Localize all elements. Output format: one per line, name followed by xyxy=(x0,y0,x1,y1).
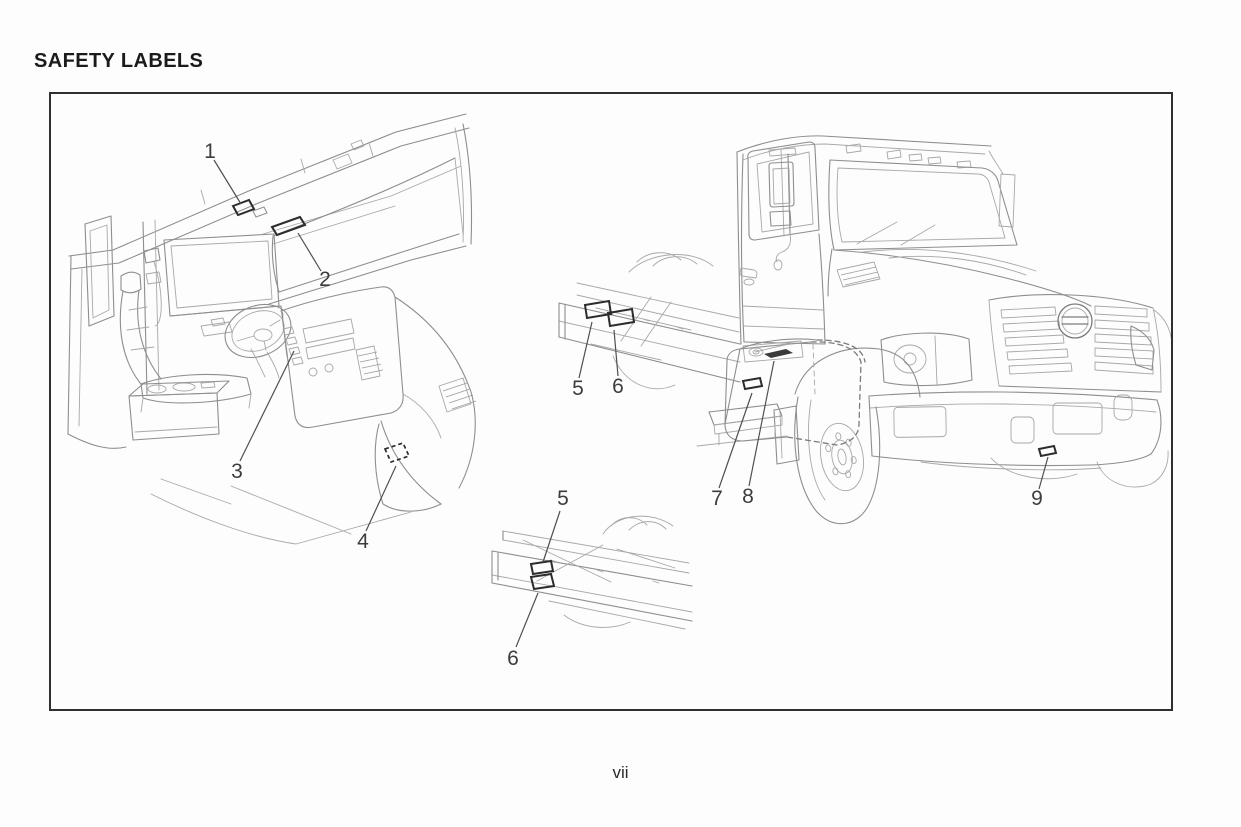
detail-rear-wheels xyxy=(563,515,674,628)
wide-angle-mirror xyxy=(769,210,792,227)
dashboard xyxy=(268,245,477,512)
center-vent xyxy=(355,345,384,381)
side-vent xyxy=(438,377,477,413)
door-front-seam xyxy=(818,233,826,345)
safety-label-marker-2 xyxy=(270,215,307,237)
wheel-hub xyxy=(820,422,864,492)
safety-labels-drawing: 1 2 3 4 5 6 7 8 9 5 6 xyxy=(67,113,1173,670)
callout-number-2: 2 xyxy=(319,268,331,291)
air-dam xyxy=(990,457,1078,480)
door-armrest xyxy=(200,321,233,337)
grille-top xyxy=(988,294,1154,309)
hood-and-grille xyxy=(827,248,1173,393)
wheel-arch xyxy=(794,347,921,398)
steering-wheel xyxy=(224,304,292,379)
safety-label-marker-4 xyxy=(383,441,411,464)
clearance-lamps xyxy=(845,143,972,169)
driver-seat xyxy=(119,271,252,413)
door-rear-seam xyxy=(741,153,745,343)
safety-labels-figure: 1 2 3 4 5 6 7 8 9 5 6 xyxy=(49,92,1173,711)
grille-slats xyxy=(1000,305,1154,375)
center-console-box xyxy=(128,380,230,441)
hood-top xyxy=(833,249,1092,307)
right-front-tire xyxy=(1096,450,1169,488)
callout-number-6-detail: 6 xyxy=(507,647,519,670)
switch-cluster xyxy=(282,326,304,366)
callout-number-1: 1 xyxy=(204,140,216,163)
center-stack xyxy=(280,286,404,429)
headlight-right xyxy=(1130,325,1155,371)
dash-upper-right xyxy=(394,296,472,393)
glove-box xyxy=(402,393,442,439)
floor-lines xyxy=(150,478,412,545)
safety-label-marker-9 xyxy=(1037,444,1058,458)
interior-seatbelt xyxy=(143,247,162,327)
cab-back-edge xyxy=(736,151,742,345)
callout-number-4: 4 xyxy=(357,530,369,553)
interior-roof-header xyxy=(68,113,470,270)
windshield xyxy=(828,159,1018,251)
bumper-opening xyxy=(1113,394,1133,421)
grille-bottom xyxy=(998,385,1162,393)
bumper-opening xyxy=(1010,416,1035,444)
safety-label-marker-6-detail xyxy=(529,572,556,591)
mud-flap xyxy=(773,405,800,465)
cup-holder xyxy=(147,384,167,394)
interior-door xyxy=(142,219,288,395)
callout-number-6: 6 xyxy=(612,375,624,398)
cab-interior-illustration xyxy=(67,113,477,545)
callout-number-9: 9 xyxy=(1031,487,1043,510)
filler-cap xyxy=(748,347,764,357)
curb-mirror xyxy=(988,150,1016,228)
callout-number-8: 8 xyxy=(742,485,754,508)
steering-column xyxy=(250,348,280,379)
truck-exterior-illustration xyxy=(558,135,1173,525)
cowl-edge xyxy=(827,248,833,297)
safety-label-marker-1 xyxy=(231,198,256,217)
bumper-opening xyxy=(1052,402,1103,435)
callout-number-5: 5 xyxy=(572,377,584,400)
bumper-opening xyxy=(893,406,947,438)
tire xyxy=(794,396,881,525)
rear-window xyxy=(84,215,115,327)
overhead-console-button xyxy=(252,206,268,218)
page-number: vii xyxy=(612,763,629,782)
safety-label-marker-6 xyxy=(606,307,636,328)
front-wheel xyxy=(773,347,921,525)
headlight-left xyxy=(880,332,973,387)
safety-label-marker-7 xyxy=(741,376,764,391)
door-handle xyxy=(210,317,226,327)
front-right-corner xyxy=(1153,309,1173,393)
chassis-frame-detail-illustration xyxy=(491,515,693,630)
chassis-frame xyxy=(558,252,741,390)
callout-number-3: 3 xyxy=(231,460,243,483)
cab xyxy=(736,135,1018,345)
side-mirror xyxy=(768,147,797,271)
callout-number-7: 7 xyxy=(711,487,723,510)
cowl-vent xyxy=(836,261,881,288)
door-window xyxy=(747,141,820,241)
callout-number-5-detail: 5 xyxy=(557,487,569,510)
rear-wheels xyxy=(590,252,714,390)
battery-box xyxy=(742,340,804,363)
roof xyxy=(736,135,992,153)
wipers xyxy=(856,221,936,246)
tank-top xyxy=(739,338,818,350)
door-handle xyxy=(739,267,758,286)
callout-lines xyxy=(213,159,1049,648)
radio-slot xyxy=(302,318,355,344)
headrest xyxy=(120,271,142,294)
safety-label-marker-8 xyxy=(764,349,793,358)
safety-label-marker-5-detail xyxy=(529,559,555,576)
interior-left-wall xyxy=(67,215,127,449)
hino-badge xyxy=(1057,303,1093,339)
interior-windshield xyxy=(271,123,473,293)
seat-cushion xyxy=(140,373,252,404)
safety-label-marker-5 xyxy=(583,299,613,320)
fuel-tank xyxy=(724,338,866,446)
bumper xyxy=(868,391,1169,488)
cup-holder xyxy=(172,382,196,392)
callout-numbers: 1 2 3 4 5 6 7 8 9 5 6 xyxy=(204,140,1043,670)
page-title: SAFETY LABELS xyxy=(34,50,204,72)
